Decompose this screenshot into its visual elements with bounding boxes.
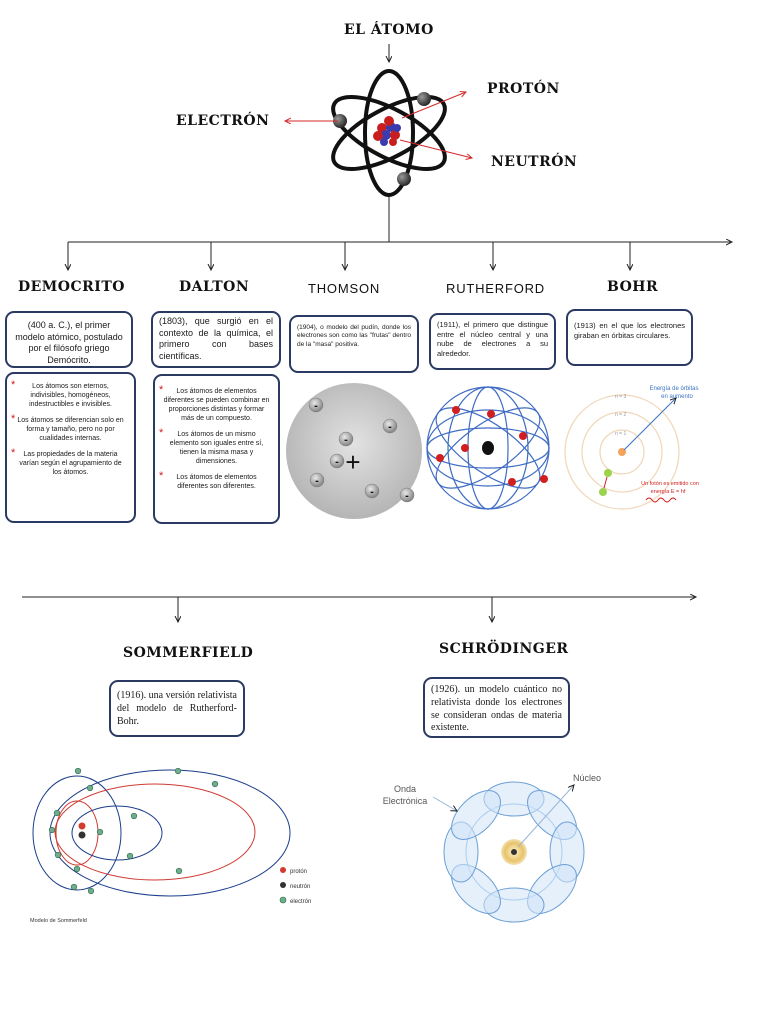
rutherford-model-figure bbox=[426, 386, 550, 510]
bohr-photon-label-2: energía E = hf bbox=[651, 489, 686, 495]
bohr-description: (1913) en el que los electrones giraban … bbox=[566, 309, 693, 366]
list-item: *Las propiedades de la materia varían se… bbox=[11, 446, 122, 476]
democrito-description: (400 a. C.), el primer modelo atómico, p… bbox=[5, 311, 133, 368]
dalton-description: (1803), que surgió en el contexto de la … bbox=[151, 311, 281, 368]
rutherford-title: RUTHERFORD bbox=[446, 281, 545, 296]
sommerfield-description: (1916). una versión relativista del mode… bbox=[109, 680, 245, 737]
wave-label: Onda bbox=[394, 784, 416, 794]
nucleus bbox=[373, 116, 401, 146]
electron-label: ELECTRÓN bbox=[176, 113, 270, 129]
electron-ball-bottom bbox=[397, 172, 411, 186]
bohr-photon-label: Un fotón es emitido con bbox=[641, 481, 699, 487]
bohr-n1: n = 1 bbox=[615, 431, 626, 437]
main-title: EL ÁTOMO bbox=[344, 22, 434, 38]
list-item: *Los átomos de elementos diferentes son … bbox=[159, 469, 257, 490]
minus-sign: - bbox=[335, 456, 339, 468]
sommerfeld-model-figure bbox=[32, 769, 291, 897]
schrodinger-title: SCHRÖDINGER bbox=[439, 641, 569, 657]
minus-sign: - bbox=[370, 486, 374, 498]
minus-sign: - bbox=[405, 490, 409, 502]
bohr-n3: n = 3 bbox=[615, 394, 626, 400]
legend-neutron-label: neutrón bbox=[290, 884, 310, 890]
dalton-points-list: *Los átomos de elementos diferentes se p… bbox=[153, 374, 280, 524]
list-item: *Los átomos de elementos diferentes se p… bbox=[159, 384, 270, 422]
electron-ball-left bbox=[333, 114, 347, 128]
rutherford-particles bbox=[436, 406, 548, 486]
bohr-model-figure: Energía de órbitas en aumento n = 3 n = … bbox=[564, 386, 699, 510]
plus-sign: + bbox=[345, 447, 360, 477]
dalton-title: DALTON bbox=[179, 279, 250, 295]
neutron-pointer bbox=[399, 139, 472, 158]
minus-sign: - bbox=[388, 421, 392, 433]
legend-proton-dot bbox=[280, 867, 286, 873]
proton-pointer bbox=[401, 92, 466, 119]
list-item: *Los átomos son eternos, indivisibles, h… bbox=[11, 379, 112, 408]
rutherford-description: (1911), el primero que distingue entre e… bbox=[429, 313, 556, 370]
legend-electron-label: electrón bbox=[290, 899, 311, 905]
bohr-energy-label: Energía de órbitas bbox=[649, 386, 698, 392]
schrodinger-model-figure: Núcleo Onda Electrónica bbox=[383, 773, 601, 923]
thomson-description: (1904), o modelo del pudín, donde los el… bbox=[289, 315, 419, 373]
atom-illustration bbox=[285, 69, 472, 197]
sommerfield-title: SOMMERFIELD bbox=[123, 645, 254, 661]
minus-sign: - bbox=[344, 434, 348, 446]
proton-label: PROTÓN bbox=[487, 81, 560, 97]
legend-neutron-dot bbox=[280, 882, 286, 888]
democrito-points-list: *Los átomos son eternos, indivisibles, h… bbox=[5, 372, 136, 523]
neutron-label: NEUTRÓN bbox=[491, 154, 578, 170]
list-item: *Los átomos se diferencian solo en forma… bbox=[11, 412, 124, 442]
bohr-energy-label-2: en aumento bbox=[661, 394, 693, 400]
thomson-model-figure: - - - - - - - + bbox=[286, 383, 422, 519]
wave-petals bbox=[443, 781, 585, 923]
legend-electron-dot bbox=[279, 896, 287, 904]
list-item: *Los átomos de un mismo elemento son igu… bbox=[159, 426, 264, 465]
democrito-title: DEMOCRITO bbox=[18, 279, 125, 295]
legend-proton-label: protón bbox=[290, 869, 307, 875]
thomson-title: THOMSON bbox=[308, 281, 381, 296]
bohr-n2: n = 2 bbox=[615, 412, 626, 418]
bohr-title: BOHR bbox=[607, 279, 659, 295]
nucleus-label: Núcleo bbox=[573, 773, 601, 783]
electron-ball-top bbox=[417, 92, 431, 106]
rutherford-nucleus bbox=[482, 441, 494, 455]
sommerfeld-caption: Modelo de Sommerfeld bbox=[30, 918, 87, 924]
minus-sign: - bbox=[314, 400, 318, 412]
schrodinger-description: (1926). un modelo cuántico no relativist… bbox=[423, 677, 570, 738]
thomson-electron-signs: - - - - - - - bbox=[314, 400, 409, 502]
minus-sign: - bbox=[315, 475, 319, 487]
sommerfeld-particles: protón neutrón electrón Modelo de Sommer… bbox=[30, 767, 311, 924]
wave-label-2: Electrónica bbox=[383, 796, 428, 806]
